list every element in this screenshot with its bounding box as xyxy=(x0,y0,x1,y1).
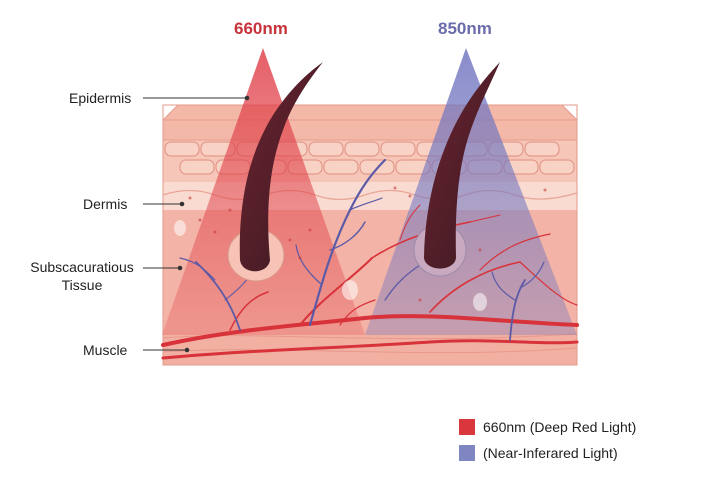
blood-vessels xyxy=(161,204,579,360)
legend-label-nir: (Near-Inferared Light) xyxy=(483,445,618,461)
legend-swatch-red xyxy=(459,419,475,435)
subcutaneous-label-line1: Subscacuratious xyxy=(30,259,134,275)
legend-label-red: 660nm (Deep Red Light) xyxy=(483,419,637,435)
hair-follicle-left xyxy=(227,62,323,282)
subcutaneous-label: Subscacuratious Tissue xyxy=(22,258,142,294)
nir-wavelength-label: 850nm xyxy=(438,19,492,38)
dermis-label: Dermis xyxy=(83,196,128,212)
leader-lines xyxy=(143,95,250,353)
muscle-label: Muscle xyxy=(83,342,128,358)
veins xyxy=(179,158,545,341)
epidermis-label: Epidermis xyxy=(69,90,132,106)
subcutaneous-label-line2: Tissue xyxy=(61,277,103,293)
epidermis-surface xyxy=(162,104,578,141)
legend-swatch-nir xyxy=(459,445,475,461)
legend-item-nir: (Near-Inferared Light) xyxy=(459,443,618,463)
legend-item-red: 660nm (Deep Red Light) xyxy=(459,417,636,437)
red-wavelength-label: 660nm xyxy=(234,19,288,38)
tissue-spots xyxy=(188,186,547,302)
hair-follicle-right xyxy=(413,62,500,277)
